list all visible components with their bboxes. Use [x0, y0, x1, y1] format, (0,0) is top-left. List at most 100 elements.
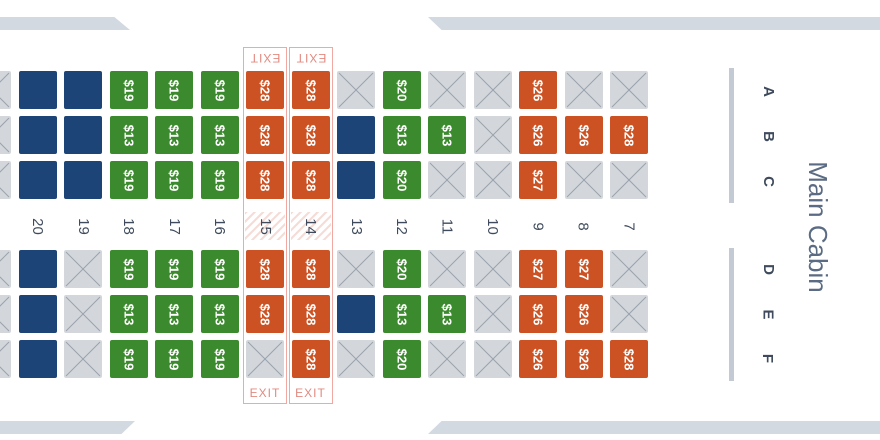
- seat-18a[interactable]: $19: [109, 71, 148, 109]
- seat-price: $19: [120, 348, 136, 370]
- seat-14e[interactable]: $28: [291, 295, 330, 333]
- seat-15d[interactable]: $28: [246, 250, 284, 288]
- unavailable-x-icon: [475, 72, 510, 108]
- seat-21b: [0, 116, 11, 154]
- seat-9a[interactable]: $26: [519, 71, 557, 109]
- seat-18b[interactable]: $13: [109, 116, 148, 154]
- seat-10a: [473, 71, 512, 109]
- seat-14c[interactable]: $28: [291, 161, 330, 199]
- seat-price: $13: [166, 124, 182, 146]
- row-number-label: 11: [438, 218, 456, 234]
- seat-11f: [428, 340, 466, 378]
- seat-12d[interactable]: $20: [382, 250, 421, 288]
- unavailable-x-icon: [0, 296, 10, 332]
- seat-price: $19: [120, 258, 136, 280]
- seat-17b[interactable]: $13: [155, 116, 193, 154]
- seat-9d[interactable]: $27: [519, 250, 557, 288]
- seat-15a[interactable]: $28: [246, 71, 284, 109]
- seat-9b[interactable]: $26: [519, 116, 557, 154]
- seat-16c[interactable]: $19: [200, 161, 239, 199]
- seat-17f[interactable]: $19: [155, 340, 193, 378]
- fuselage-wall-bottom-left: [0, 421, 135, 434]
- unavailable-x-icon: [338, 341, 374, 377]
- seat-19b[interactable]: [64, 116, 102, 154]
- seat-14b[interactable]: $28: [291, 116, 330, 154]
- seat-18d[interactable]: $19: [109, 250, 148, 288]
- seat-price: $13: [211, 124, 227, 146]
- seat-16e[interactable]: $13: [200, 295, 239, 333]
- seat-12e[interactable]: $13: [382, 295, 421, 333]
- seat-price: $19: [211, 348, 227, 370]
- seat-9e[interactable]: $26: [519, 295, 557, 333]
- seat-19a[interactable]: [64, 71, 102, 109]
- seat-9c[interactable]: $27: [519, 161, 557, 199]
- unavailable-x-icon: [0, 341, 10, 377]
- seat-7b[interactable]: $28: [610, 116, 648, 154]
- seat-15c[interactable]: $28: [246, 161, 284, 199]
- seat-price: $28: [257, 124, 273, 146]
- seat-18f[interactable]: $19: [109, 340, 148, 378]
- seat-17c[interactable]: $19: [155, 161, 193, 199]
- seat-12f[interactable]: $20: [382, 340, 421, 378]
- exit-label-top: EXIT: [295, 51, 326, 65]
- seat-21c: [0, 161, 11, 199]
- seat-11d: [428, 250, 466, 288]
- seat-14f[interactable]: $28: [291, 340, 330, 378]
- seat-16d[interactable]: $19: [200, 250, 239, 288]
- seat-17e[interactable]: $13: [155, 295, 193, 333]
- seat-12b[interactable]: $13: [382, 116, 421, 154]
- seat-19f: [64, 340, 102, 378]
- seat-17d[interactable]: $19: [155, 250, 193, 288]
- seat-letter-e: E: [759, 308, 777, 320]
- seat-13e[interactable]: [337, 295, 375, 333]
- seat-8d[interactable]: $27: [564, 250, 603, 288]
- seat-16b[interactable]: $13: [200, 116, 239, 154]
- seat-13c[interactable]: [337, 161, 375, 199]
- seat-15b[interactable]: $28: [246, 116, 284, 154]
- seat-8e[interactable]: $26: [564, 295, 603, 333]
- seat-7f[interactable]: $28: [610, 340, 648, 378]
- seat-20f[interactable]: [18, 340, 57, 378]
- row-number-18: 18: [110, 214, 148, 238]
- seat-18c[interactable]: $19: [109, 161, 148, 199]
- seat-19c[interactable]: [64, 161, 102, 199]
- seat-16a[interactable]: $19: [200, 71, 239, 109]
- exit-row-hatch: [245, 212, 285, 240]
- seat-10c: [473, 161, 512, 199]
- seat-15e[interactable]: $28: [246, 295, 284, 333]
- seat-14a[interactable]: $28: [291, 71, 330, 109]
- seat-10f: [473, 340, 512, 378]
- seat-18e[interactable]: $13: [109, 295, 148, 333]
- seat-12c[interactable]: $20: [382, 161, 421, 199]
- unavailable-x-icon: [0, 162, 10, 198]
- seat-14d[interactable]: $28: [291, 250, 330, 288]
- seat-11b[interactable]: $13: [428, 116, 466, 154]
- seat-20d[interactable]: [18, 250, 57, 288]
- seat-11e[interactable]: $13: [428, 295, 466, 333]
- seat-20b[interactable]: [18, 116, 57, 154]
- seat-13d: [337, 250, 375, 288]
- unavailable-x-icon: [0, 117, 10, 153]
- row-number-15: 15: [246, 214, 284, 238]
- seat-20a[interactable]: [18, 71, 57, 109]
- seat-8b[interactable]: $26: [564, 116, 603, 154]
- seat-letter-f: F: [759, 353, 777, 363]
- seat-price: $28: [302, 348, 318, 370]
- seat-20c[interactable]: [18, 161, 57, 199]
- row-number-12: 12: [383, 214, 421, 238]
- seat-20e[interactable]: [18, 295, 57, 333]
- row-number-13: 13: [337, 214, 375, 238]
- seat-price: $26: [530, 79, 546, 101]
- seat-13b[interactable]: [337, 116, 375, 154]
- seat-17a[interactable]: $19: [155, 71, 193, 109]
- seat-11c: [428, 161, 466, 199]
- seat-16f[interactable]: $19: [200, 340, 239, 378]
- seat-10b: [473, 116, 512, 154]
- seat-9f[interactable]: $26: [519, 340, 557, 378]
- seat-price: $28: [302, 79, 318, 101]
- bulkhead-divider-top: [729, 68, 734, 203]
- unavailable-x-icon: [429, 72, 465, 108]
- seat-8f[interactable]: $26: [564, 340, 603, 378]
- unavailable-x-icon: [0, 251, 10, 287]
- seat-12a[interactable]: $20: [382, 71, 421, 109]
